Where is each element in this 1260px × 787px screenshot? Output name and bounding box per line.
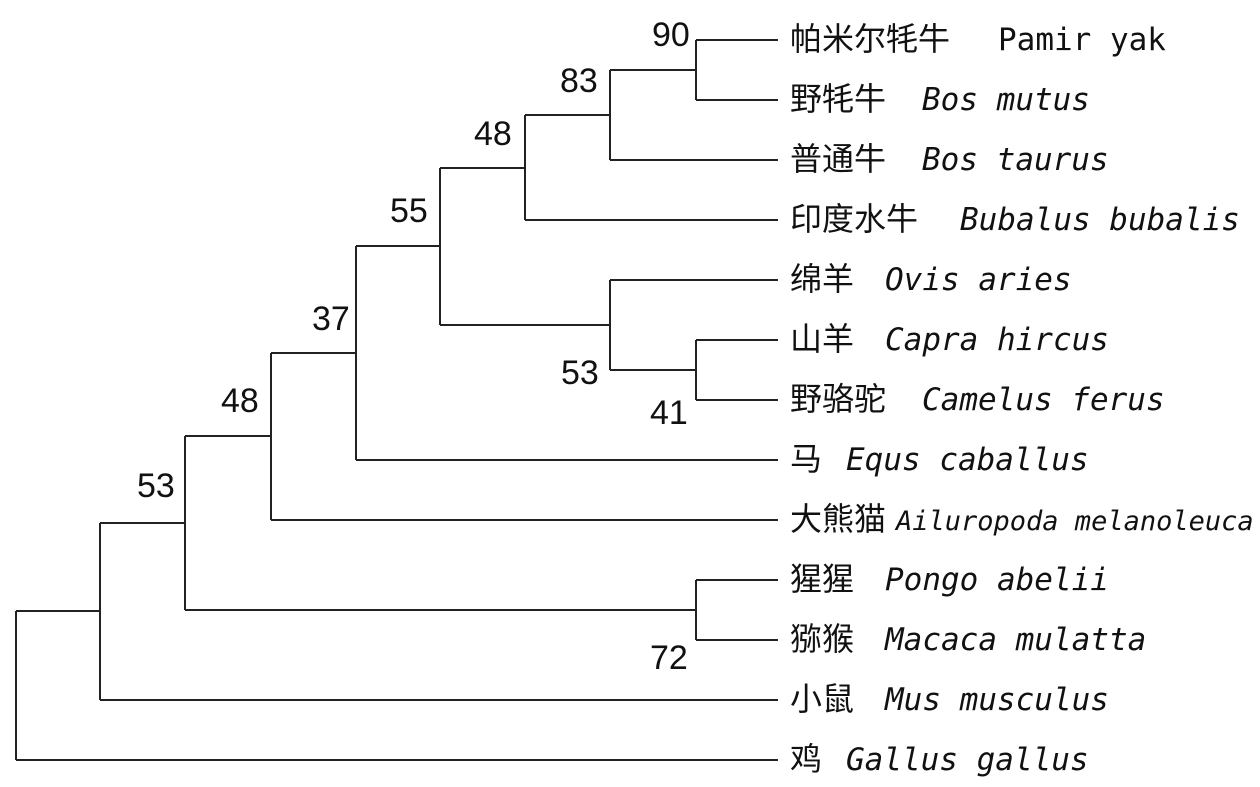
taxon-scientific-name: Pamir yak (998, 22, 1166, 58)
taxon-chinese-name: 印度水牛 (790, 200, 918, 238)
taxon-label-capra-hircus: 山羊 Capra hircus (790, 320, 1109, 358)
bootstrap-value-bovid-ovis: 55 (390, 192, 428, 230)
taxon-scientific-name: Bos mutus (922, 82, 1090, 118)
taxon-label-bubalus-bubalis: 印度水牛 Bubalus bubalis (790, 200, 1240, 238)
taxon-label-equs-caballus: 马 Equs caballus (790, 440, 1089, 478)
bootstrap-value-pamir-mutus: 90 (652, 16, 690, 54)
taxon-label-bos-mutus: 野牦牛 Bos mutus (790, 80, 1090, 118)
taxon-scientific-name: Bos taurus (922, 142, 1109, 178)
taxon-chinese-name: 绵羊 (790, 260, 854, 298)
bootstrap-value-primates: 72 (650, 639, 688, 677)
taxon-label-mus-musculus: 小鼠 Mus musculus (790, 680, 1109, 718)
taxon-scientific-name: Capra hircus (885, 322, 1109, 358)
taxon-scientific-name: Mus musculus (884, 682, 1109, 718)
taxon-label-gallus-gallus: 鸡 Gallus gallus (790, 740, 1089, 778)
taxon-chinese-name: 鸡 (790, 740, 822, 778)
taxon-scientific-name: Gallus gallus (846, 742, 1089, 778)
taxon-label-camelus-ferus: 野骆驼 Camelus ferus (790, 380, 1165, 418)
bootstrap-value-with-panda: 48 (221, 382, 259, 420)
taxon-scientific-name: Equs caballus (846, 442, 1089, 478)
bootstrap-value-capra-camelus: 41 (650, 394, 688, 432)
taxon-chinese-name: 帕米尔牦牛 (790, 20, 950, 58)
taxon-label-macaca-mulatta: 猕猴 Macaca mulatta (790, 620, 1146, 658)
bootstrap-values: 90 83 48 41 53 55 37 48 72 53 (137, 16, 690, 677)
bootstrap-value-with-equs: 37 (312, 300, 350, 338)
taxon-label-pamir-yak: 帕米尔牦牛 Pamir yak (790, 20, 1166, 58)
taxon-chinese-name: 野牦牛 (790, 80, 886, 118)
taxon-scientific-name: Macaca mulatta (884, 622, 1146, 658)
taxon-chinese-name: 大熊猫 (790, 500, 886, 538)
taxon-scientific-name: Pongo abelii (885, 562, 1109, 598)
taxon-chinese-name: 猕猴 (790, 620, 854, 658)
tree-branches (15, 39, 778, 761)
taxon-chinese-name: 山羊 (790, 320, 854, 358)
taxon-chinese-name: 小鼠 (790, 680, 854, 718)
taxon-label-bos-taurus: 普通牛 Bos taurus (790, 140, 1109, 178)
taxon-scientific-name: Ailuropoda melanoleuca (894, 506, 1254, 537)
bootstrap-value-mammals: 53 (137, 467, 175, 505)
taxon-chinese-name: 猩猩 (790, 560, 854, 598)
bootstrap-value-bos: 83 (560, 62, 598, 100)
taxon-chinese-name: 普通牛 (790, 140, 886, 178)
bootstrap-value-ovis-group: 53 (561, 354, 599, 392)
taxon-scientific-name: Bubalus bubalis (960, 202, 1240, 238)
taxon-label-ovis-aries: 绵羊 Ovis aries (790, 260, 1072, 298)
taxon-chinese-name: 野骆驼 (790, 380, 886, 418)
taxon-scientific-name: Ovis aries (885, 262, 1072, 298)
taxon-scientific-name: Camelus ferus (922, 382, 1165, 418)
taxon-chinese-name: 马 (790, 440, 822, 478)
taxon-label-ailuropoda-melanoleuca: 大熊猫 Ailuropoda melanoleuca (790, 500, 1254, 538)
taxon-label-pongo-abelii: 猩猩 Pongo abelii (790, 560, 1109, 598)
bootstrap-value-bovini: 48 (474, 115, 512, 153)
taxon-labels: 帕米尔牦牛 Pamir yak 野牦牛 Bos mutus 普通牛 Bos ta… (790, 20, 1254, 778)
